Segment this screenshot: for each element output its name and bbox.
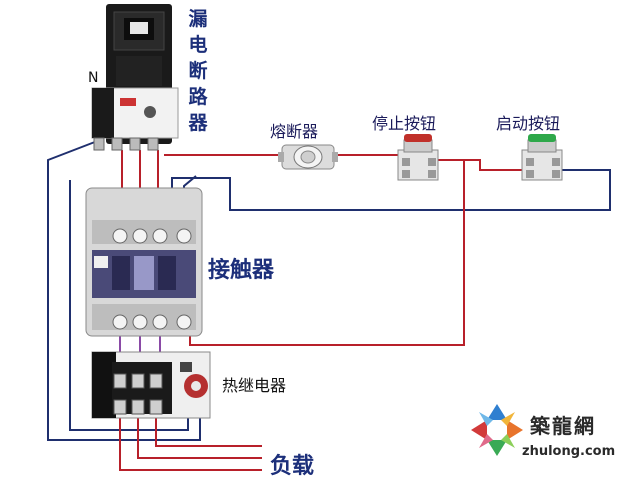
breaker-label: 漏 电 断 路 器 xyxy=(186,6,210,136)
breaker-label-char: 断 xyxy=(188,60,208,82)
start-button xyxy=(521,134,563,181)
relay-aux-wire xyxy=(69,180,189,431)
load-label: 负载 xyxy=(270,454,315,479)
logo-name: 築龍網 xyxy=(530,414,596,438)
control-wire-start xyxy=(436,159,522,171)
thermal-relay-label: 热继电器 xyxy=(222,376,287,395)
load-wire-3 xyxy=(155,418,262,447)
breaker-label-char: 漏 xyxy=(188,8,208,30)
zhulong-logo-mark xyxy=(471,404,523,456)
neutral-wire xyxy=(47,139,201,441)
hold-in-wire xyxy=(189,160,465,346)
breaker-label-char: 路 xyxy=(188,86,208,108)
breaker-label-char: 电 xyxy=(188,34,208,56)
thermal-relay xyxy=(91,351,211,419)
coil-return-wire xyxy=(171,169,611,225)
contactor-top-terminals xyxy=(112,228,192,244)
stop-button xyxy=(397,134,439,181)
load-wire-1 xyxy=(119,418,262,471)
stop-button-label: 停止按钮 xyxy=(372,114,437,133)
logo-url: zhulong.com xyxy=(522,444,616,459)
contactor-label: 接触器 xyxy=(208,258,275,283)
contactor-bottom-terminals xyxy=(112,314,192,330)
fuse-label: 熔断器 xyxy=(270,122,319,141)
neutral-label: N xyxy=(88,70,99,86)
start-button-label: 启动按钮 xyxy=(496,114,561,133)
breaker-label-char: 器 xyxy=(188,112,208,134)
fuse xyxy=(278,144,338,170)
load-wire-2 xyxy=(137,418,262,459)
contactor xyxy=(85,187,203,337)
leakage-breaker xyxy=(91,4,179,151)
